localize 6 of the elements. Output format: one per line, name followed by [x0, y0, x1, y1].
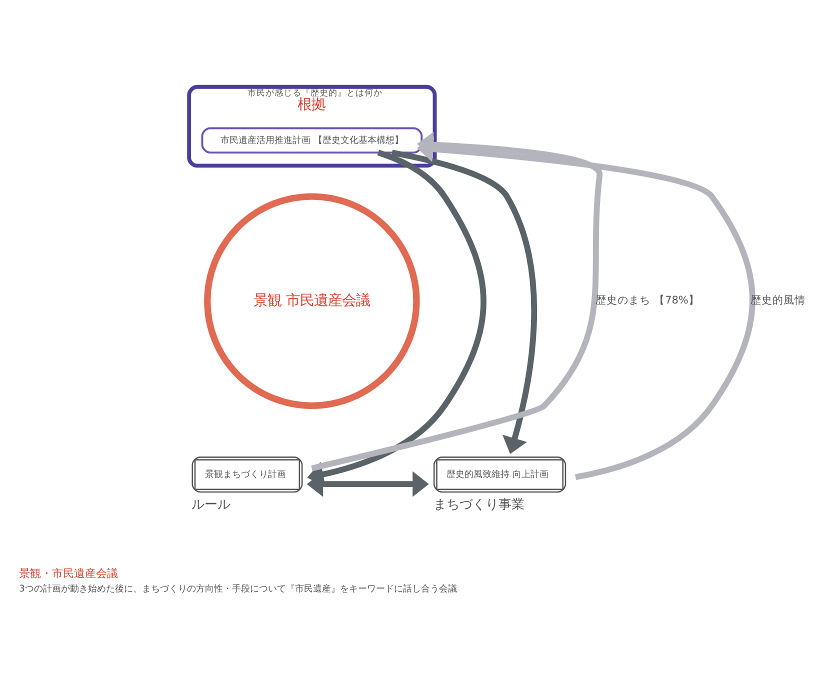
node-label: まちづくり事業	[433, 496, 524, 512]
node-label: ルール	[192, 496, 231, 512]
edge-label: 歴史のまち 【78%】	[596, 294, 700, 306]
label: 3つの計画が動き始めた後に、まちづくりの方向性・手段について『市民遺産』をキーワードに話し合う会議	[18, 583, 457, 594]
label: 景観・市民遺産会議	[18, 566, 118, 580]
edge-label: 歴史的風情	[750, 294, 806, 306]
